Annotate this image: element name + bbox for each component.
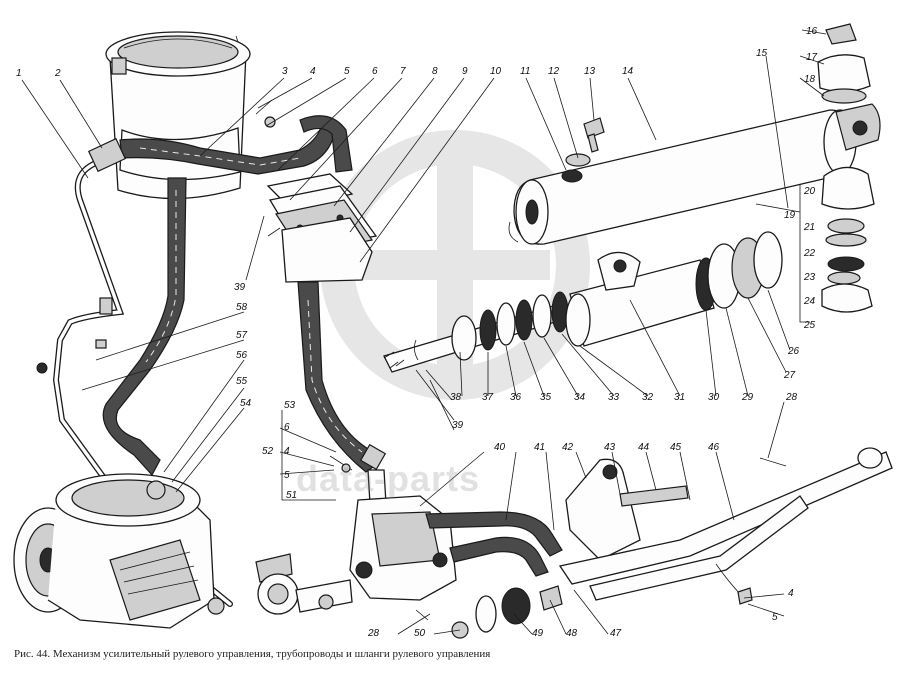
callout-5: 5 — [344, 66, 350, 77]
callout-14: 14 — [622, 66, 634, 77]
callout-51: 51 — [286, 490, 297, 501]
callout-1: 1 — [16, 68, 22, 79]
bracket-linkage — [558, 447, 893, 605]
piston-rod-assembly — [383, 231, 783, 373]
oil-reservoir — [105, 31, 251, 200]
callout-30: 30 — [708, 392, 720, 403]
callout-57: 57 — [236, 330, 248, 341]
steering-pump — [13, 473, 225, 629]
callout-6: 6 — [372, 66, 378, 77]
callout-38: 38 — [450, 392, 462, 403]
callout-6-mid: 6 — [284, 422, 290, 433]
callout-17: 17 — [806, 52, 818, 63]
callout-29: 29 — [741, 392, 754, 403]
callout-8: 8 — [432, 66, 438, 77]
callout-18: 18 — [804, 74, 816, 85]
callout-9: 9 — [462, 66, 468, 77]
callout-labels: 1 2 3 4 5 6 7 8 9 10 11 12 13 14 15 16 1… — [16, 26, 818, 639]
callout-39-bottom: 39 — [452, 420, 464, 431]
callout-4-right: 4 — [788, 588, 794, 599]
callout-44: 44 — [638, 442, 650, 453]
callout-32: 32 — [642, 392, 654, 403]
callout-50: 50 — [414, 628, 426, 639]
callout-46: 46 — [708, 442, 720, 453]
callout-55: 55 — [236, 376, 248, 387]
ball-joint-top — [755, 23, 875, 313]
callout-48: 48 — [566, 628, 578, 639]
callout-3: 3 — [282, 66, 288, 77]
clamp-set-top — [255, 99, 378, 283]
callout-26: 26 — [787, 346, 800, 357]
callout-25: 25 — [803, 320, 816, 331]
callout-49: 49 — [532, 628, 544, 639]
callout-34: 34 — [574, 392, 586, 403]
callout-31: 31 — [674, 392, 685, 403]
callout-19: 19 — [784, 210, 796, 221]
callout-35: 35 — [540, 392, 552, 403]
callout-4-mid: 4 — [284, 446, 290, 457]
callout-4: 4 — [310, 66, 316, 77]
callout-5-mid: 5 — [284, 470, 290, 481]
connecting-hoses — [425, 511, 563, 577]
callout-53: 53 — [284, 400, 296, 411]
callout-54: 54 — [240, 398, 252, 409]
callout-52: 52 — [262, 446, 274, 457]
callout-2: 2 — [54, 68, 61, 79]
steel-pipe-left — [36, 137, 233, 607]
supply-hose-top — [119, 115, 353, 175]
leader-lines — [21, 29, 827, 635]
figure-caption: Рис. 44. Механизм усилительный рулевого … — [14, 648, 491, 660]
callout-28-right: 28 — [785, 392, 798, 403]
callout-41: 41 — [534, 442, 545, 453]
callout-24: 24 — [803, 296, 816, 307]
callout-5-right: 5 — [772, 612, 778, 623]
callout-42: 42 — [562, 442, 574, 453]
callout-58: 58 — [236, 302, 248, 313]
callout-21: 21 — [803, 222, 815, 233]
callout-10: 10 — [490, 66, 502, 77]
callout-15: 15 — [756, 48, 768, 59]
callout-27: 27 — [783, 370, 796, 381]
callout-12: 12 — [548, 66, 560, 77]
callout-7: 7 — [400, 66, 406, 77]
watermark-text: data-parts — [296, 458, 481, 499]
callout-22: 22 — [803, 248, 816, 259]
callout-36: 36 — [510, 392, 522, 403]
callout-11: 11 — [520, 66, 530, 77]
callout-37: 37 — [482, 392, 494, 403]
callout-13: 13 — [584, 66, 596, 77]
callout-23: 23 — [803, 272, 816, 283]
callout-16: 16 — [806, 26, 818, 37]
callout-33: 33 — [608, 392, 620, 403]
callout-40: 40 — [494, 442, 506, 453]
callout-20: 20 — [803, 186, 816, 197]
callout-39-left: 39 — [234, 282, 246, 293]
return-hose — [102, 177, 187, 477]
clamp-set-mid — [329, 455, 353, 473]
fastener-set-bottom — [451, 585, 563, 639]
pressure-hose — [297, 281, 387, 505]
callout-28-bottom: 28 — [367, 628, 380, 639]
callout-45: 45 — [670, 442, 682, 453]
callout-47: 47 — [610, 628, 622, 639]
callout-56: 56 — [236, 350, 248, 361]
bolt-13 — [561, 117, 605, 183]
callout-43: 43 — [604, 442, 616, 453]
